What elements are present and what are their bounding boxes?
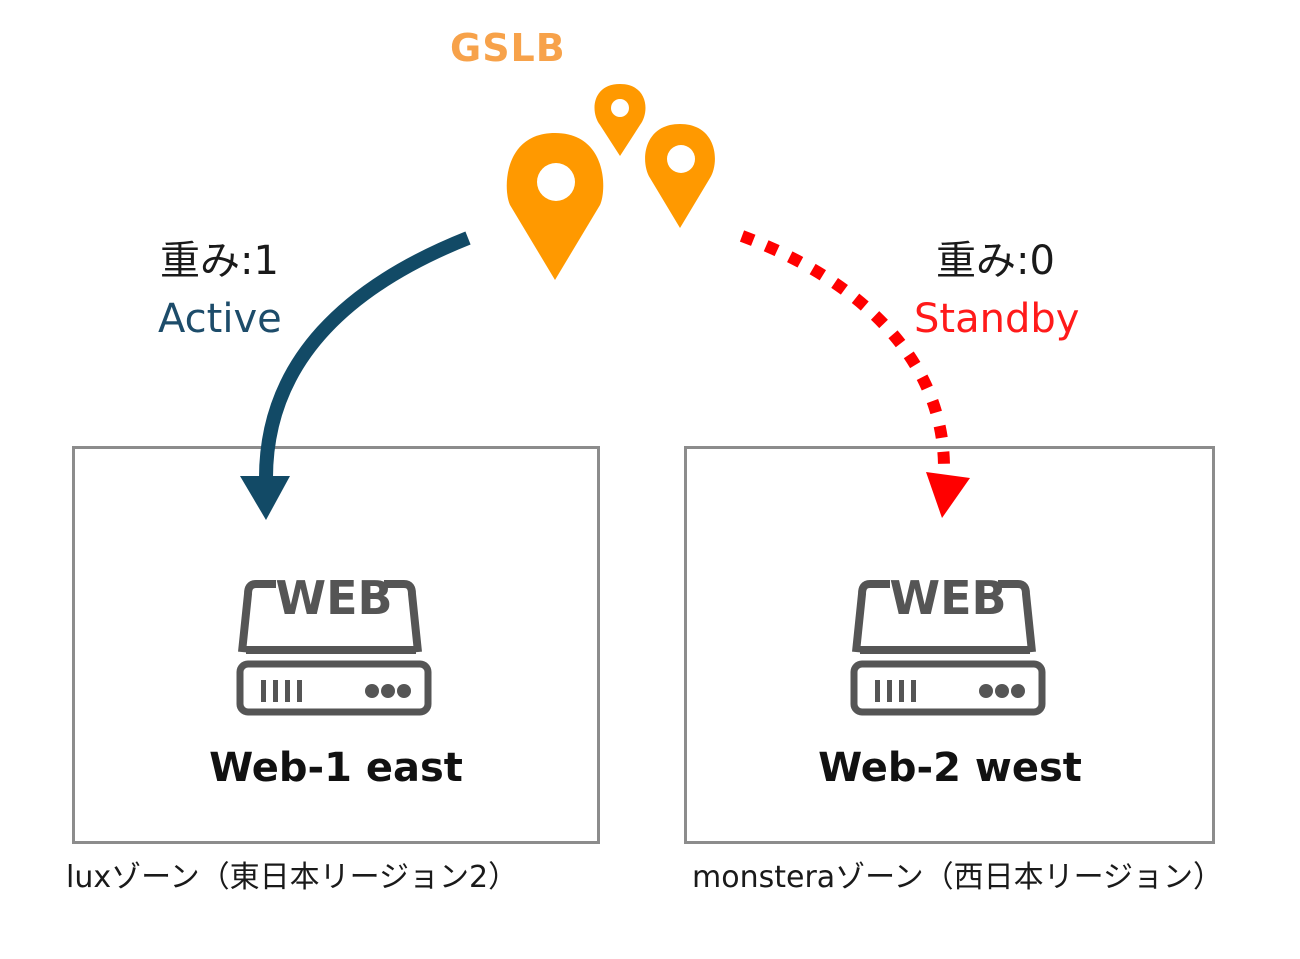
zone-box-east bbox=[72, 446, 600, 844]
zone-label-west: monsteraゾーン（西日本リージョン） bbox=[692, 860, 1224, 895]
status-label-active: Active bbox=[158, 296, 282, 342]
gslb-title: GSLB bbox=[450, 26, 566, 70]
medium-pin-icon bbox=[645, 124, 715, 228]
small-pin-icon bbox=[594, 84, 646, 156]
weight-label-active: 重み:1 bbox=[160, 238, 279, 284]
status-label-standby: Standby bbox=[914, 296, 1080, 342]
weight-label-standby: 重み:0 bbox=[936, 238, 1055, 284]
web-server-icon: WEB bbox=[236, 571, 432, 716]
zone-box-west bbox=[684, 446, 1215, 844]
standby-route-arrow bbox=[739, 230, 970, 518]
large-pin-icon bbox=[506, 133, 604, 280]
server-name-west: Web-2 west bbox=[818, 745, 1082, 791]
web-icon-text: WEB bbox=[275, 571, 392, 625]
web-icon-text: WEB bbox=[889, 571, 1006, 625]
zone-label-east: luxゾーン（東日本リージョン2） bbox=[66, 860, 519, 895]
map-pins-icon bbox=[506, 84, 715, 280]
web-server-icon: WEB bbox=[850, 571, 1046, 716]
server-name-east: Web-1 east bbox=[209, 745, 463, 791]
active-route-arrow bbox=[240, 231, 471, 520]
